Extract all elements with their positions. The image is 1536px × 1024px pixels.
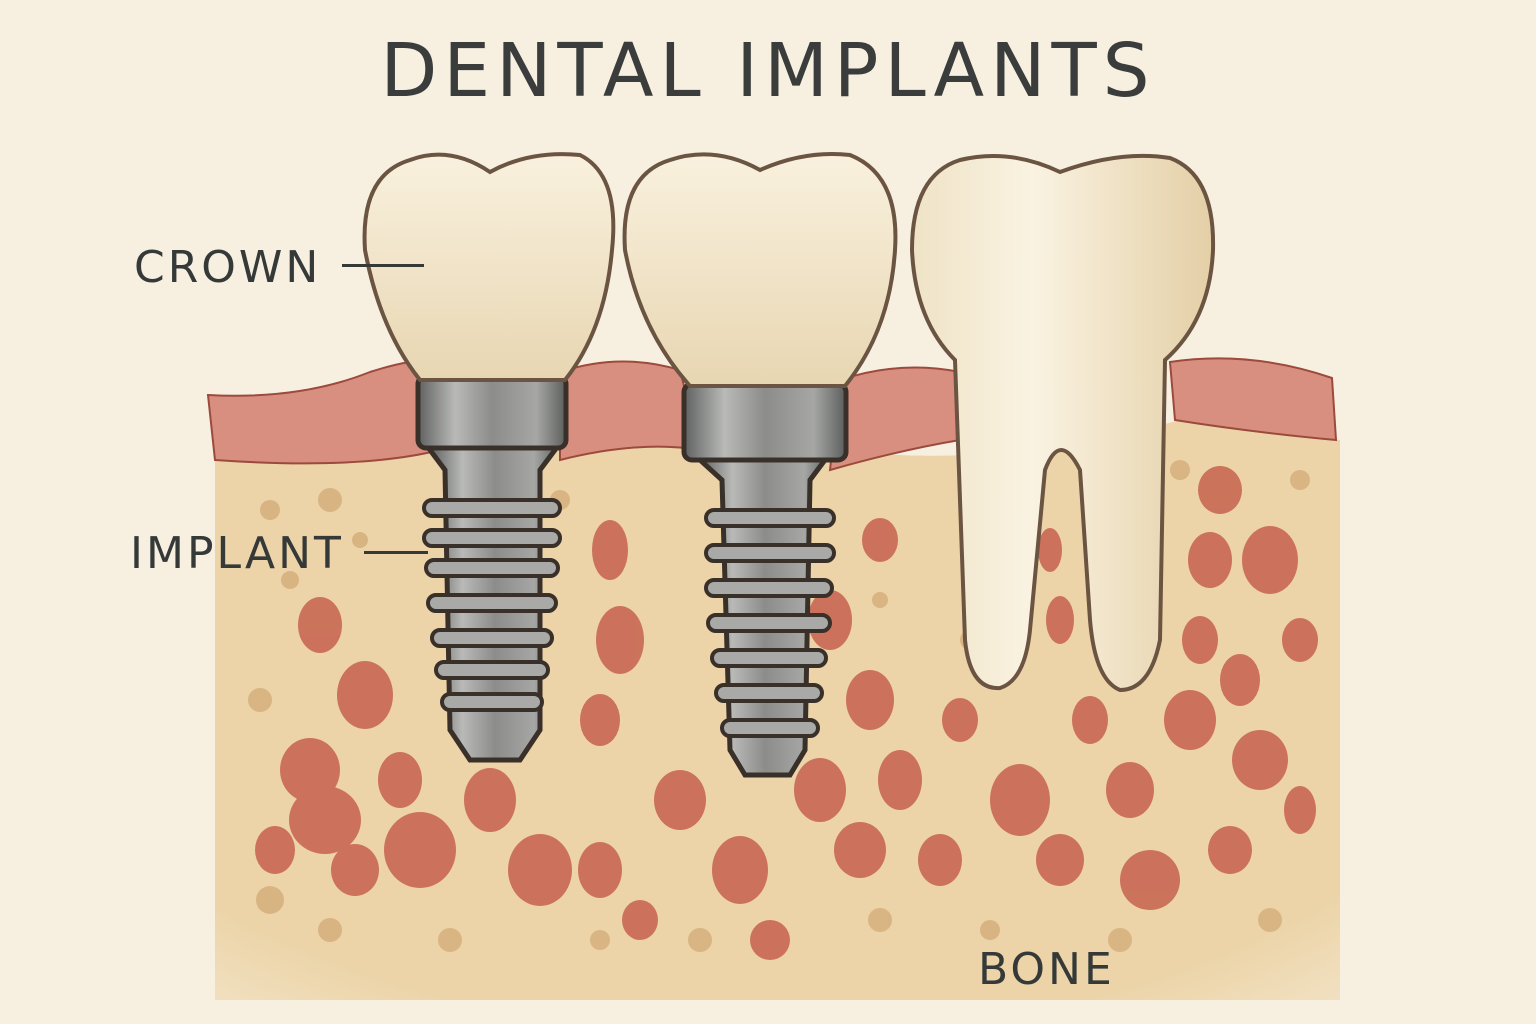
diagram-title: DENTAL IMPLANTS: [380, 28, 1156, 114]
leader-line-implant: [364, 551, 428, 554]
leader-line-crown: [342, 264, 424, 267]
label-crown: CROWN: [134, 242, 322, 293]
label-implant: IMPLANT: [130, 528, 344, 579]
label-bone: BONE: [978, 944, 1115, 995]
